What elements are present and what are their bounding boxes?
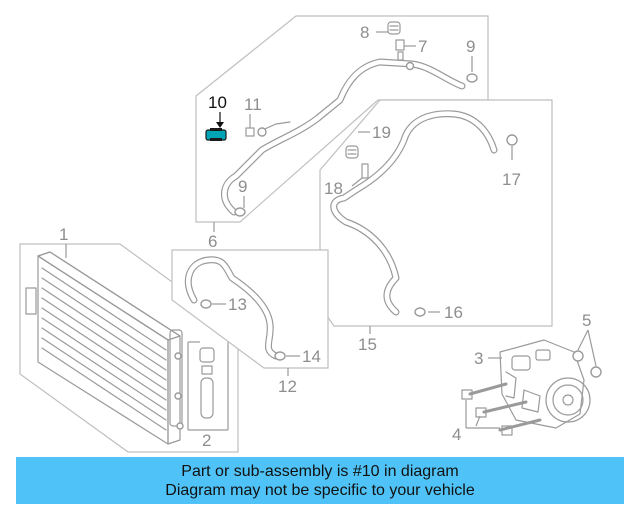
callout-15[interactable]: 15 (358, 335, 377, 354)
parts-diagram: 1 2 6 8 7 9 10 (19, 15, 602, 453)
callout-9-bottom[interactable]: 9 (238, 177, 247, 196)
callout-3[interactable]: 3 (474, 349, 483, 368)
liquid-line-panel (171, 249, 329, 369)
callout-19[interactable]: 19 (372, 123, 391, 142)
callout-4[interactable]: 4 (452, 425, 461, 444)
callout-18[interactable]: 18 (324, 179, 343, 198)
condenser[interactable] (25, 251, 184, 445)
valve-core-18[interactable] (361, 163, 369, 179)
part-10-highlighted[interactable] (205, 128, 227, 141)
o-ring-14[interactable] (274, 351, 286, 361)
o-ring-9-top[interactable] (466, 73, 478, 83)
callout-2[interactable]: 2 (202, 431, 211, 450)
suction-line-panel (319, 99, 553, 327)
refrigerant-line-15[interactable] (330, 110, 498, 317)
callout-14[interactable]: 14 (302, 347, 321, 366)
bolts[interactable] (461, 382, 542, 436)
o-ring-17[interactable] (506, 134, 518, 146)
cap-19[interactable] (345, 145, 359, 159)
callout-16[interactable]: 16 (444, 303, 463, 322)
callout-9-top[interactable]: 9 (466, 37, 475, 56)
receiver-drier[interactable] (199, 347, 215, 419)
info-banner: Part or sub-assembly is #10 in diagram D… (16, 457, 624, 504)
callout-11[interactable]: 11 (244, 95, 262, 114)
cap-8[interactable] (387, 21, 401, 35)
caps[interactable] (572, 350, 602, 378)
callout-5[interactable]: 5 (582, 311, 591, 330)
compressor[interactable] (499, 339, 591, 429)
callout-10[interactable]: 10 (208, 93, 227, 112)
callout-7[interactable]: 7 (418, 37, 427, 56)
refrigerant-line-12[interactable] (184, 256, 280, 360)
callout-8[interactable]: 8 (360, 23, 369, 42)
callout-12[interactable]: 12 (278, 377, 297, 396)
o-ring-13[interactable] (200, 299, 212, 309)
callout-1[interactable]: 1 (59, 225, 68, 244)
callout-17[interactable]: 17 (502, 170, 521, 189)
banner-line-1: Part or sub-assembly is #10 in diagram (181, 462, 459, 480)
o-ring-9-bottom[interactable] (234, 207, 246, 217)
callout-13[interactable]: 13 (228, 295, 247, 314)
callout-6[interactable]: 6 (208, 232, 217, 251)
banner-line-2: Diagram may not be specific to your vehi… (165, 481, 475, 499)
valve-core-7[interactable] (395, 39, 415, 71)
